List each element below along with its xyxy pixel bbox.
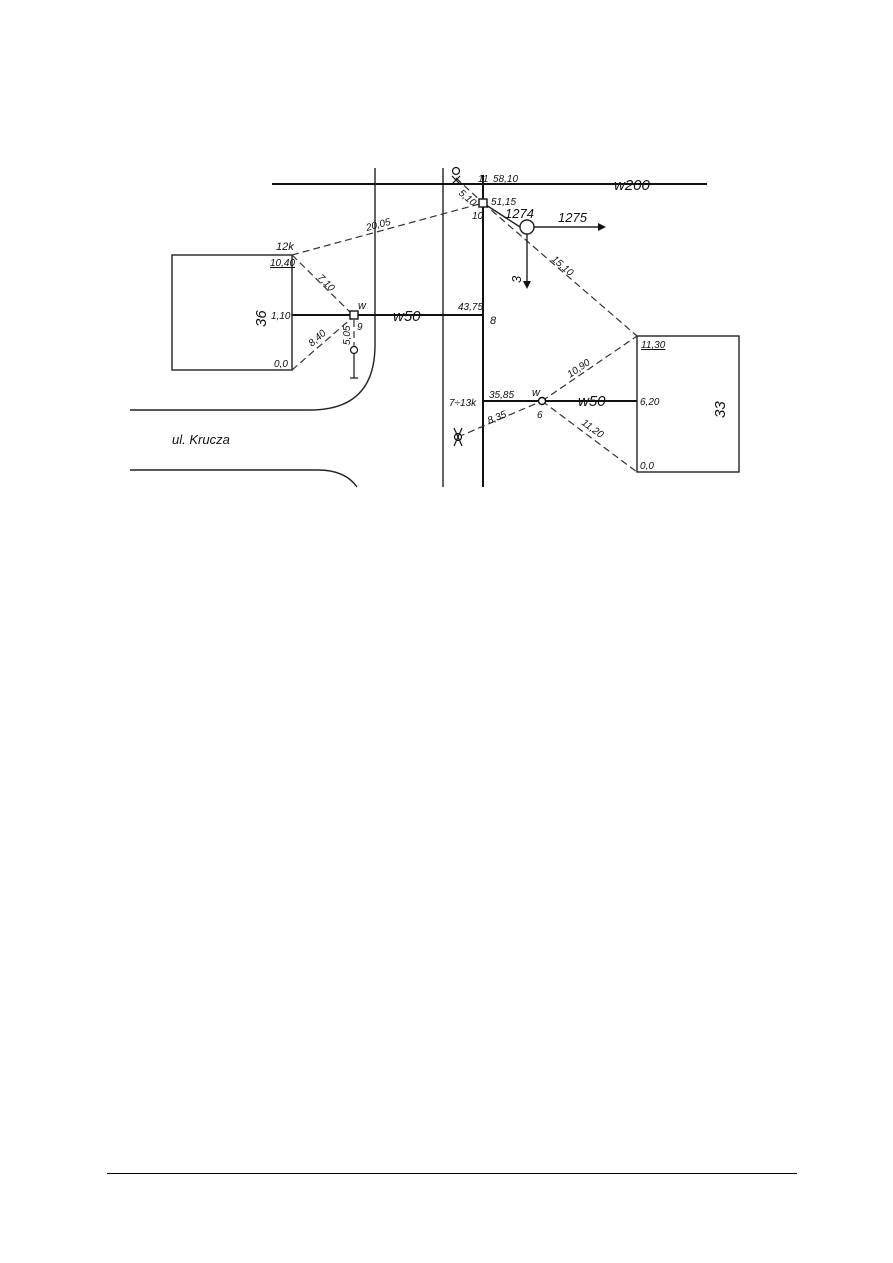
measurement-lines: [291, 177, 638, 473]
measure-8-35: 8,35: [486, 409, 509, 427]
street-curb-upper: [130, 168, 376, 411]
dash-12k-to-9: [291, 254, 354, 316]
dash-12k-to-10: [291, 202, 484, 256]
valve-w-right-label: w: [532, 387, 541, 399]
street-outline: [130, 168, 444, 488]
valve-6-marker: [537, 396, 547, 406]
measure-11-20: 11,20: [579, 418, 605, 441]
measure-5-05: 5,05: [342, 325, 353, 345]
measure-35-85: 35,85: [489, 390, 514, 401]
main-pipe-label: w200: [614, 177, 651, 194]
node-6-label: 6: [537, 410, 543, 421]
well-link: [482, 202, 521, 228]
hydrant-icon: [349, 345, 359, 379]
measure-11-30: 11,30: [641, 340, 666, 351]
street-name: ul. Krucza: [172, 432, 230, 447]
measure-43-75: 43,75: [458, 302, 483, 313]
well-3-label: 3: [509, 275, 524, 283]
building-right: [636, 335, 740, 473]
street-curb-lower: [130, 469, 358, 488]
node-10-marker: [478, 198, 488, 208]
measure-7-10: 7,10: [315, 272, 337, 294]
arrow-down-icon: [523, 281, 531, 289]
well-1275-label: 1275: [558, 210, 588, 225]
measure-0-0-right: 0,0: [640, 461, 654, 472]
measure-51-15: 51,15: [491, 197, 516, 208]
measure-15-10: 15,10: [549, 254, 575, 279]
node-11-label: 11: [478, 174, 488, 185]
node-9-label: 9: [357, 322, 363, 333]
dash-upper-marker-to-10: [455, 177, 484, 204]
well-1274-icon: [519, 219, 535, 235]
dash-6-to-right-bottom: [541, 400, 638, 473]
reference-marker-bottom-icon: [453, 427, 463, 447]
measure-5-10: 5,10: [456, 188, 478, 209]
dash-corner-to-9: [291, 316, 354, 371]
node-10-label: 10: [472, 211, 484, 222]
measure-10-40: 10,40: [270, 258, 295, 269]
branch-right-label: w50: [578, 393, 606, 410]
footer-rule: [107, 1173, 797, 1174]
measure-10-90: 10,90: [566, 357, 593, 380]
valve-9-marker: [349, 310, 359, 320]
valve-w-left-label: w: [358, 300, 367, 312]
building-left-number: 36: [253, 310, 270, 327]
node-7-13k-label: 7÷13k: [449, 398, 477, 409]
reference-marker-top-icon: [451, 166, 461, 185]
measure-1-10: 1,10: [271, 311, 291, 322]
branch-left-label: w50: [393, 308, 421, 325]
well-1274-label: 1274: [505, 206, 534, 221]
dash-6-to-right-top: [541, 335, 638, 402]
building-right-number: 33: [712, 401, 729, 418]
dash-marker-to-6: [457, 400, 543, 438]
measure-58-10: 58,10: [493, 174, 518, 185]
measure-6-20: 6,20: [640, 397, 660, 408]
dash-10-to-right: [482, 202, 638, 337]
node-12k-label: 12k: [276, 241, 294, 253]
measure-0-0-left: 0,0: [274, 359, 288, 370]
well-1274-group: [482, 202, 606, 289]
measure-8-40: 8,40: [307, 328, 329, 349]
arrow-right-icon: [598, 223, 606, 231]
node-8-label: 8: [490, 315, 497, 327]
building-left: [171, 254, 293, 371]
